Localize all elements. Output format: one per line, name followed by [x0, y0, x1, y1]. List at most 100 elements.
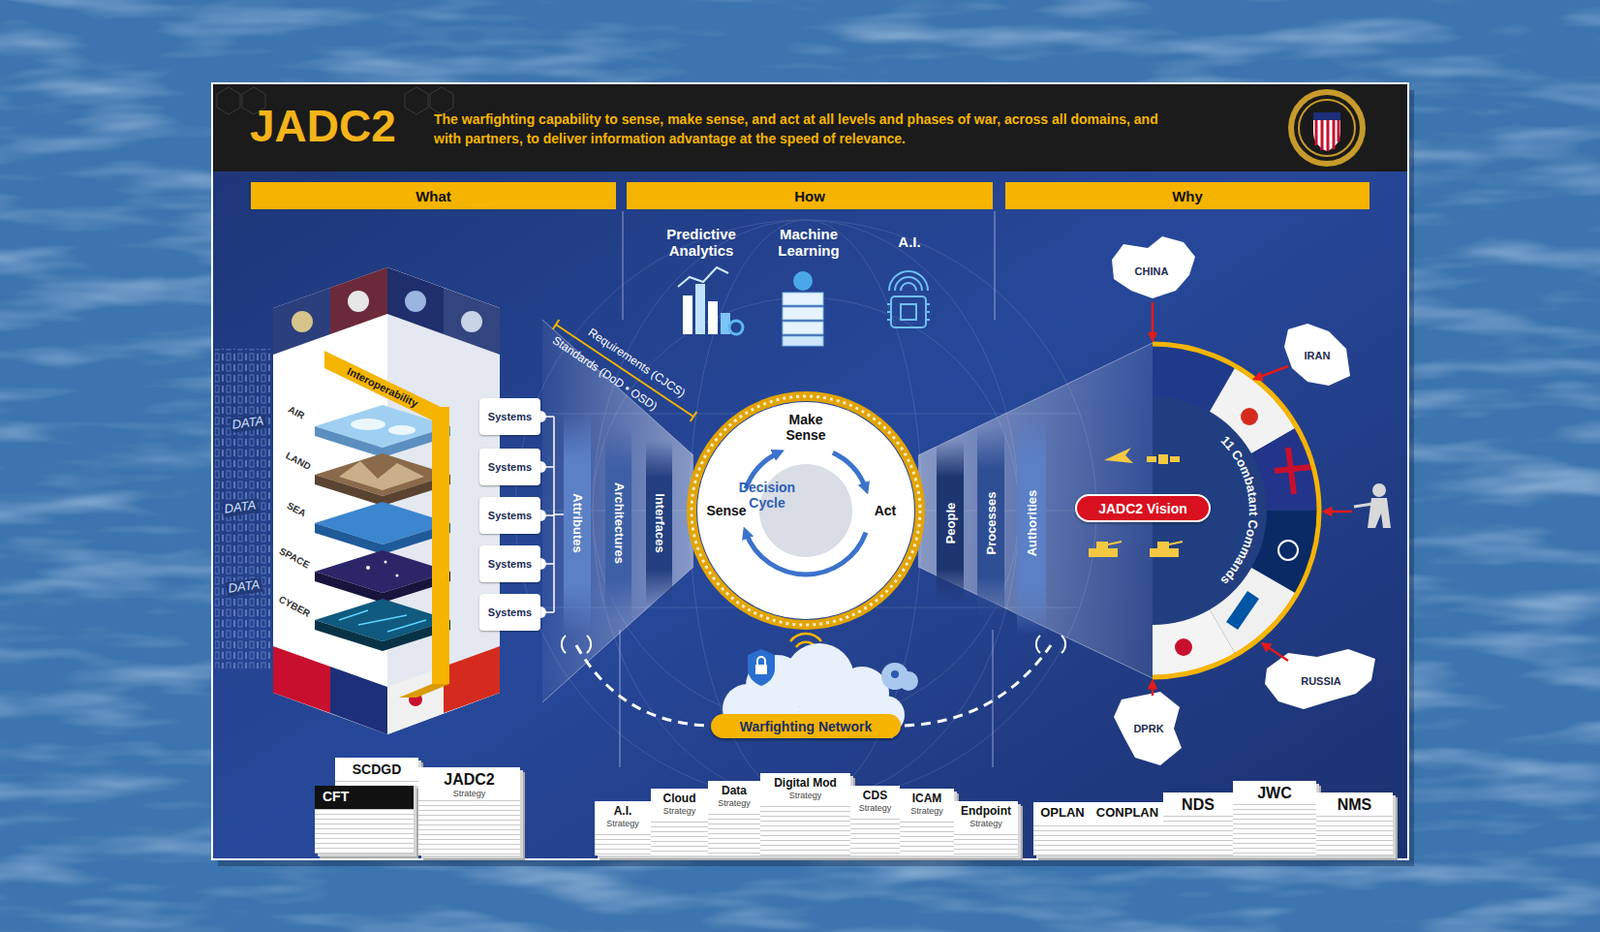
plan-document: JWC: [1232, 780, 1317, 856]
vertical-band: Processes: [977, 426, 1005, 620]
domain-layers: [314, 404, 451, 651]
node-label: CFT: [322, 788, 349, 805]
vertical-band: People: [936, 440, 964, 606]
machine-learning-icon: [782, 271, 824, 346]
section-header: What: [250, 182, 616, 210]
vertical-band: Attributes: [563, 411, 591, 635]
node-label: Processes: [984, 491, 999, 554]
puzzle-piece: Systems: [479, 448, 541, 486]
node-sublabel: Strategy: [606, 818, 640, 830]
node-label: A.I.: [614, 804, 633, 819]
node-label: CONPLAN: [1096, 805, 1159, 821]
node-sublabel: Strategy: [453, 788, 487, 800]
country-label: DPRK: [1133, 722, 1164, 736]
node-label: Decision Cycle: [728, 479, 806, 511]
node-label: What: [415, 187, 452, 205]
node-sublabel: Strategy: [717, 798, 751, 809]
strategy-document: JADC2Strategy: [418, 767, 521, 856]
diagram-title: JADC2: [249, 100, 397, 153]
node-label: JADC2 Vision: [1098, 500, 1188, 517]
node-label: Systems: [488, 606, 532, 618]
text-arc: [1203, 428, 1250, 593]
node-label: Why: [1171, 187, 1203, 205]
country-label: CHINA: [1135, 265, 1170, 278]
node-label: NMS: [1337, 796, 1373, 814]
node-sublabel: Act: [874, 502, 897, 519]
network-cloud: [561, 633, 1066, 739]
node-label: Endpoint: [960, 804, 1012, 819]
analytics-icon: [677, 267, 743, 335]
country-label: RUSSIA: [1300, 675, 1342, 688]
vertical-band: Interfaces: [646, 440, 673, 606]
vision-pill: JADC2 Vision: [1075, 493, 1211, 523]
arc-label: 11 Combatant Commands: [1218, 432, 1262, 588]
node-label: Make Sense: [776, 411, 835, 443]
plan-document: NDS: [1163, 792, 1233, 856]
plan-document: CONPLAN: [1091, 801, 1164, 856]
puzzle-piece: Systems: [479, 593, 541, 631]
node-label: NDS: [1181, 796, 1215, 814]
strategy-document: A.I.Strategy: [594, 800, 651, 856]
section-header: Why: [1005, 182, 1370, 210]
strategy-document: Digital ModStrategy: [760, 772, 851, 856]
puzzle-piece: Systems: [479, 545, 541, 583]
light-beams: [542, 211, 1153, 768]
node-label: Systems: [488, 557, 532, 570]
node-sublabel: Strategy: [789, 790, 823, 801]
method-label: Predictive Analytics: [652, 225, 750, 260]
node-label: Authorities: [1024, 490, 1040, 557]
plan-document: OPLAN: [1033, 801, 1092, 856]
strategy-document: CDSStrategy: [850, 785, 900, 856]
node-label: ICAM: [912, 792, 943, 806]
node-label: Interfaces: [651, 492, 667, 553]
method-label: A.I.: [897, 233, 921, 250]
interoperability-bar: [324, 350, 450, 698]
joint-staff-emblem: [1288, 89, 1366, 167]
definition-text: The warfighting capability to sense, mak…: [433, 109, 1180, 150]
puzzle-piece: Systems: [479, 496, 541, 534]
network-pill: Warfighting Network: [710, 713, 901, 739]
node-label: People: [943, 502, 958, 545]
strategy-document: CloudStrategy: [650, 788, 708, 856]
country-label: IRAN: [1304, 349, 1331, 363]
node-label: How: [794, 187, 826, 205]
strategy-document: ICAMStrategy: [899, 788, 954, 856]
binary-stream: [215, 348, 272, 669]
vertical-band: Architectures: [605, 426, 632, 620]
decision-ring: Make SenseSense Act Decision Cycle: [697, 401, 915, 619]
node-label: Systems: [488, 410, 532, 423]
plan-document: NMS: [1316, 792, 1393, 856]
node-label: JADC2: [443, 770, 494, 789]
panel: [212, 83, 1415, 866]
node-label: Architectures: [611, 482, 626, 564]
node-label: Data: [721, 784, 747, 799]
ai-chip-icon: [887, 271, 930, 328]
node-sublabel: Strategy: [969, 818, 1003, 830]
requirements-bracket: [553, 319, 698, 422]
node-label: JWC: [1257, 784, 1293, 802]
strategy-document: EndpointStrategy: [953, 800, 1018, 856]
decision-ring: [691, 396, 921, 625]
decision-circle: Decision Cycle: [759, 463, 853, 557]
puzzle-piece: Systems: [479, 398, 541, 435]
vertical-band: Authorities: [1016, 411, 1047, 635]
node-sublabel: Strategy: [663, 805, 697, 817]
node-label: Warfighting Network: [739, 718, 872, 735]
node-sublabel: Sense: [706, 502, 746, 519]
document: CFT: [314, 785, 414, 854]
section-header: How: [626, 182, 993, 210]
node-label: SCDGD: [352, 761, 402, 777]
node-label: Cloud: [663, 792, 697, 806]
document: SCDGD: [335, 757, 419, 786]
node-label: OPLAN: [1040, 805, 1085, 821]
node-label: Digital Mod: [773, 776, 837, 791]
node-label: Systems: [488, 509, 532, 522]
node-label: Attributes: [570, 492, 585, 553]
strategy-document: DataStrategy: [707, 780, 761, 856]
arc-text: 11 Combatant Commands: [1218, 432, 1262, 588]
node-label: CDS: [862, 789, 888, 803]
node-sublabel: Strategy: [859, 802, 893, 814]
domain-prism: [273, 267, 500, 735]
